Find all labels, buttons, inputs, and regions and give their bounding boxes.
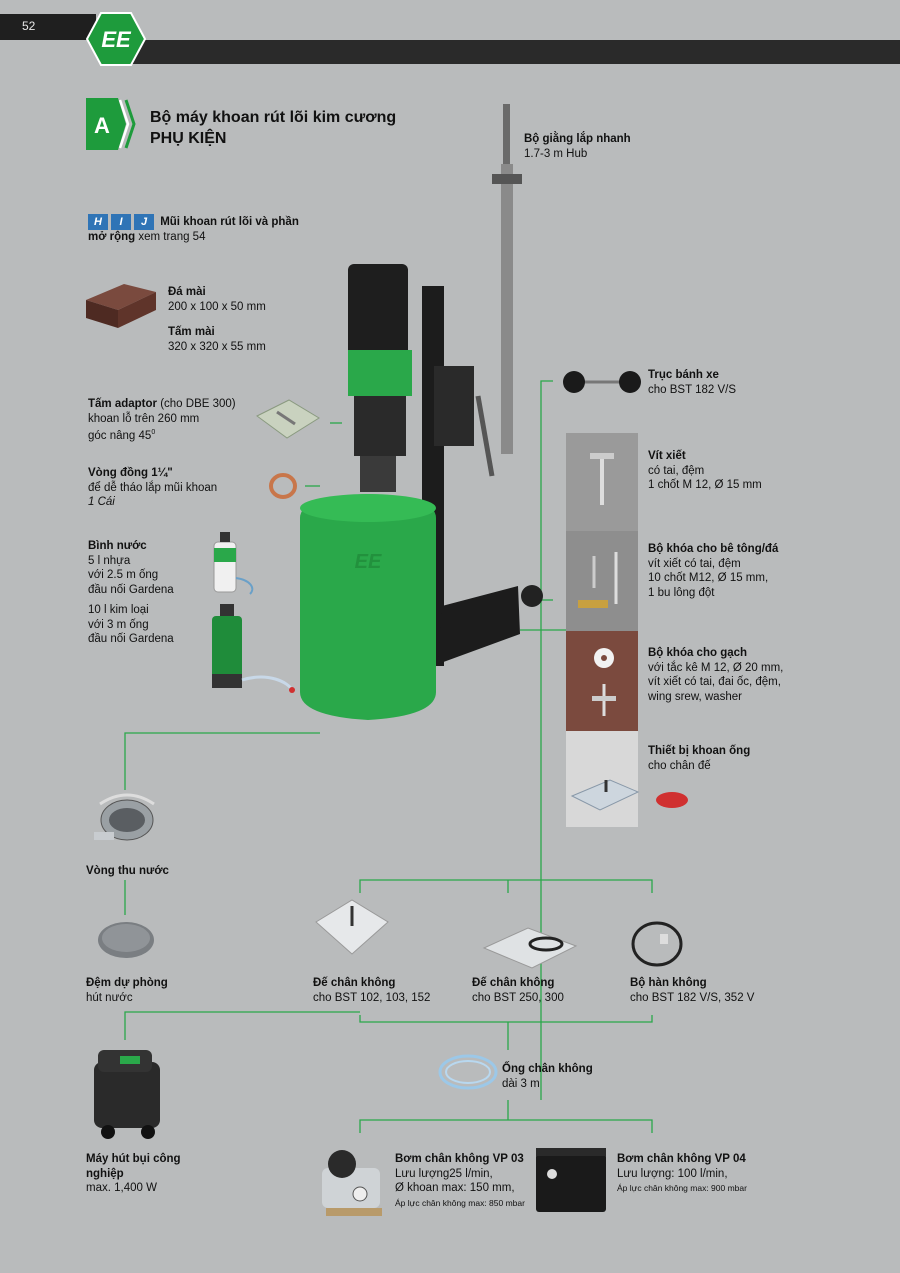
quick-column-text: Bộ giằng lắp nhanh 1.7-3 m Hub (524, 133, 631, 160)
spare-pad-icon (98, 922, 154, 958)
vacuum-cleaner-text: Máy hút bụi công nghiệp max. 1,400 W (86, 1153, 181, 1194)
vacuum-base-2-icon (482, 927, 578, 969)
bolt-icon (590, 453, 614, 505)
tag-i[interactable]: I (111, 214, 131, 230)
quick-column-icon (492, 104, 522, 454)
grinding-plate-text: Tấm mài 320 x 320 x 55 mm (168, 326, 266, 353)
vacuum-hose-icon (438, 1054, 498, 1090)
grinding-stone-icon (86, 284, 156, 328)
brick-kit-icon (592, 648, 616, 716)
grinding-stone-text: Đá mài 200 x 100 x 50 mm (168, 286, 266, 313)
water-tank-text: Bình nước 5 l nhựa với 2.5 m ống đầu nối… (88, 540, 174, 645)
svg-text:EE: EE (101, 27, 132, 52)
concrete-kit-text: Bộ khóa cho bê tông/đá vít xiết có tai, … (648, 543, 779, 599)
svg-text:EE: EE (355, 551, 382, 573)
vacuum-base-2-text: Đế chân không cho BST 250, 300 (472, 977, 564, 1004)
pump-vp03-text: Bơm chân không VP 03 Lưu lượng25 l/min, … (395, 1153, 525, 1208)
concrete-kit-icon (578, 552, 618, 608)
svg-text:A: A (94, 113, 110, 138)
vacuum-hose-text: Ống chân không dài 3 m (502, 1063, 593, 1090)
vacuum-seal-text: Bộ hàn không cho BST 182 V/S, 352 V (630, 977, 755, 1004)
water-tank-small-icon (213, 532, 254, 595)
pump-vp04-icon (536, 1148, 606, 1212)
header-bar-right (128, 40, 900, 64)
vacuum-base-1-text: Đế chân không cho BST 102, 103, 152 (313, 977, 431, 1004)
wheel-axle-text: Trục bánh xe cho BST 182 V/S (648, 369, 737, 396)
vacuum-base-1-icon (315, 899, 389, 955)
tag-h[interactable]: H (88, 214, 108, 230)
spare-pad-text: Đệm dự phòng hút nước (86, 977, 168, 1004)
pipe-device-text: Thiết bị khoan ống cho chân đế (648, 745, 751, 772)
pump-vp03-icon (322, 1150, 382, 1216)
pipe-device-photo (566, 731, 638, 827)
adaptor-plate-text: Tấm adaptor (cho DBE 300) khoan lỗ trên … (88, 398, 236, 442)
brand-logo-icon: EE (86, 12, 146, 66)
header-bar-left (0, 14, 96, 40)
wheel-axle-icon (563, 371, 641, 393)
section-title: Bộ máy khoan rút lõi kim cương PHỤ KIỆN (150, 109, 397, 147)
bolt-text: Vít xiết có tai, đệm 1 chốt M 12, Ø 15 m… (648, 450, 762, 491)
adaptor-plate-icon (256, 399, 320, 439)
water-collector-text: Vòng thu nước (86, 865, 169, 877)
water-tank-large-icon (212, 604, 295, 693)
page-number: 52 (22, 19, 36, 33)
vacuum-seal-icon (631, 921, 683, 967)
pipe-device-icon (570, 779, 688, 811)
section-badge-icon: A (86, 98, 136, 150)
concrete-kit-photo (566, 531, 638, 631)
pump-vp04-text: Bơm chân không VP 04 Lưu lượng: 100 l/mi… (617, 1153, 747, 1193)
brick-kit-text: Bộ khóa cho gạch với tắc kê M 12, Ø 20 m… (648, 647, 784, 703)
water-collector-icon (94, 793, 155, 841)
copper-ring-icon (269, 473, 297, 499)
vacuum-cleaner-icon (94, 1050, 160, 1139)
tag-j[interactable]: J (134, 214, 154, 230)
brick-kit-photo (566, 631, 638, 731)
core-drill-machine-icon: EE (300, 264, 543, 720)
copper-ring-text: Vòng đồng 1¼" để dễ tháo lắp mũi khoan 1… (88, 467, 218, 508)
